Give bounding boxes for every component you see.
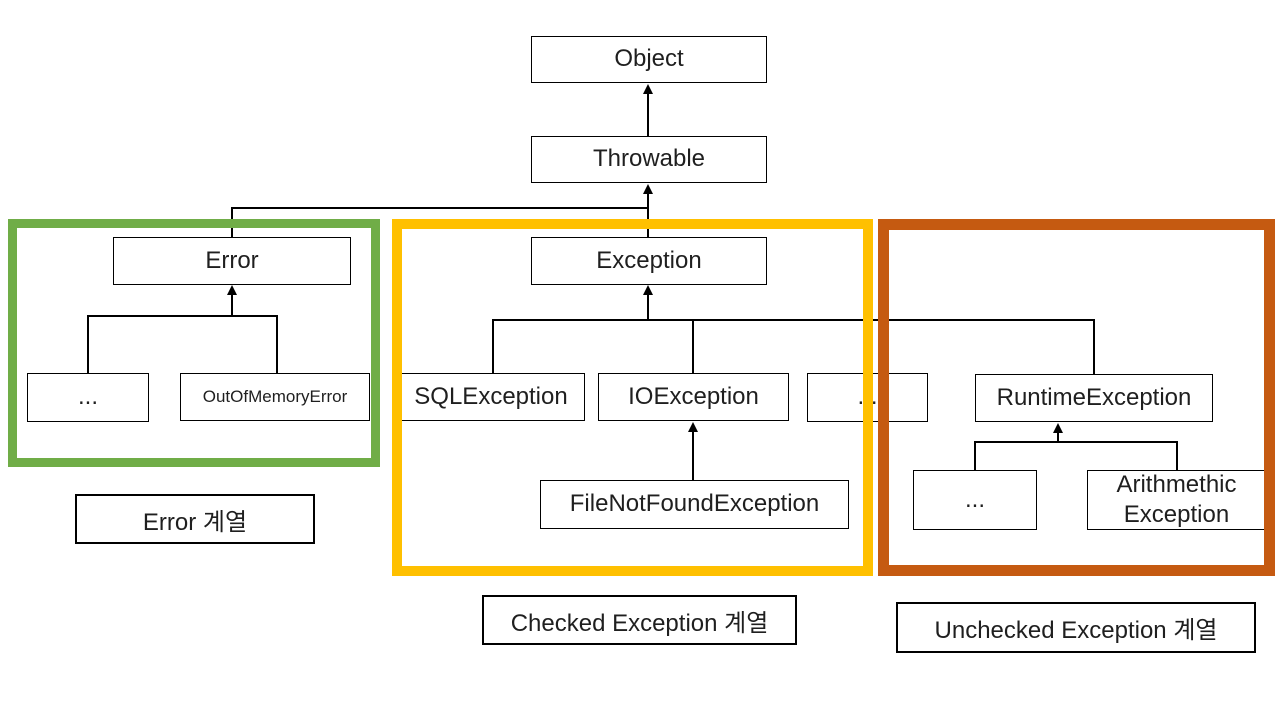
checked-exception-group-caption: Checked Exception 계열	[482, 595, 797, 645]
edge-fnf-io	[692, 430, 694, 480]
edge-exception-children-horizontal	[492, 319, 1095, 321]
node-runtime-ellipsis: ...	[913, 470, 1037, 530]
edge-runtime-children-vertical	[1057, 431, 1059, 442]
edge-runtime-drop	[1093, 319, 1095, 374]
node-ioexception-label: IOException	[628, 382, 759, 410]
node-sqlexception: SQLException	[397, 373, 585, 421]
unchecked-exception-group-caption: Unchecked Exception 계열	[896, 602, 1256, 653]
edge-exception-children-vertical	[647, 293, 649, 321]
edge-error-etc-drop	[87, 315, 89, 373]
node-filenotfoundexception: FileNotFoundException	[540, 480, 849, 529]
node-error-ellipsis-label: ...	[77, 383, 98, 411]
node-outofmemoryerror: OutOfMemoryError	[180, 373, 370, 421]
node-error: Error	[113, 237, 351, 285]
node-sqlexception-label: SQLException	[414, 382, 568, 410]
edge-error-exception-horizontal	[231, 207, 649, 209]
node-error-ellipsis: ...	[27, 373, 149, 422]
node-outofmemoryerror-label: OutOfMemoryError	[202, 386, 348, 406]
node-error-label: Error	[205, 246, 259, 274]
edge-error-children-horizontal	[87, 315, 278, 317]
error-group-frame	[8, 219, 380, 467]
node-ioexception: IOException	[598, 373, 789, 421]
arrowhead-fnf-io	[688, 422, 698, 432]
checked-exception-group-caption-label: Checked Exception 계열	[510, 609, 769, 637]
edge-arith-drop	[1176, 441, 1178, 470]
error-group-caption: Error 계열	[75, 494, 315, 544]
checked-exception-group-frame	[392, 219, 873, 576]
arrowhead-children-throwable	[643, 184, 653, 194]
node-throwable: Throwable	[531, 136, 767, 183]
edge-runtime-etc-drop	[974, 441, 976, 470]
arrowhead-children-exception	[643, 285, 653, 295]
edge-oome-drop	[276, 315, 278, 373]
error-group-caption-label: Error 계열	[142, 508, 248, 536]
edge-exception-throwable-vertical	[647, 192, 649, 237]
node-object-label: Object	[614, 45, 684, 73]
node-runtimeexception: RuntimeException	[975, 374, 1213, 422]
node-exception-label: Exception	[596, 246, 702, 274]
edge-throwable-object	[647, 92, 649, 136]
arrowhead-children-error	[227, 285, 237, 295]
node-object: Object	[531, 36, 767, 83]
unchecked-exception-group-frame	[878, 219, 1275, 576]
arrowhead-children-runtime	[1053, 423, 1063, 433]
edge-io-drop	[692, 319, 694, 373]
node-runtime-ellipsis-label: ...	[964, 485, 985, 513]
node-arithmethicexception-label-line1: Arithmethic	[1116, 471, 1237, 498]
edge-sql-drop	[492, 319, 494, 373]
edge-runtime-children-horizontal	[974, 441, 1178, 443]
node-exception: Exception	[531, 237, 767, 285]
node-arithmethicexception: Arithmethic Exception	[1087, 470, 1266, 530]
arrowhead-throwable-object	[643, 84, 653, 94]
node-throwable-label: Throwable	[592, 145, 706, 173]
node-arithmethicexception-label-line2: Exception	[1123, 501, 1230, 528]
edge-error-children-vertical	[231, 293, 233, 317]
node-filenotfoundexception-label: FileNotFoundException	[569, 490, 820, 518]
node-runtimeexception-label: RuntimeException	[996, 383, 1192, 411]
unchecked-exception-group-caption-label: Unchecked Exception 계열	[934, 617, 1218, 644]
